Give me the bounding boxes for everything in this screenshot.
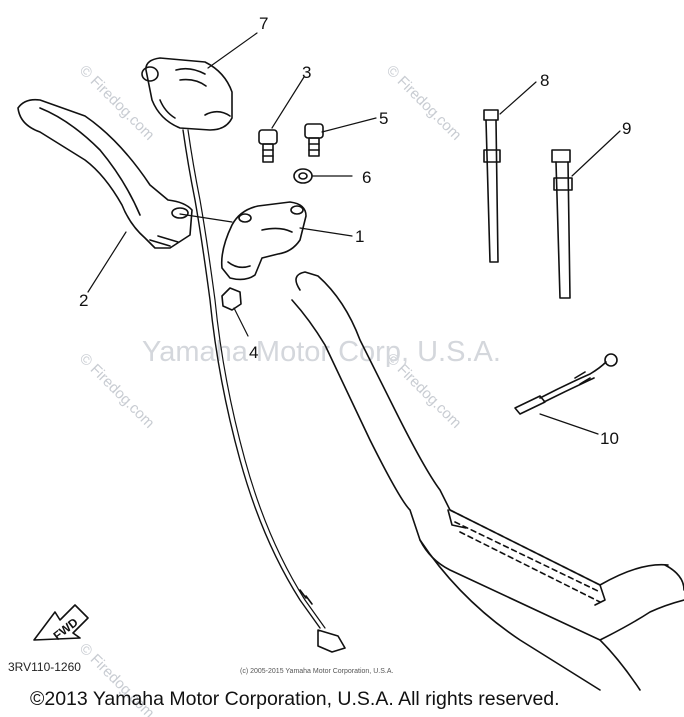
cable-connector xyxy=(317,629,346,653)
callout-4: 4 xyxy=(249,343,259,362)
leader-lines xyxy=(87,32,621,435)
callout-1: 1 xyxy=(355,227,365,246)
bolt-5 xyxy=(304,123,324,157)
callout-3: 3 xyxy=(302,63,312,82)
handlebar xyxy=(291,271,684,691)
callout-7: 7 xyxy=(259,14,269,33)
callout-2: 2 xyxy=(79,291,89,310)
lever-holder xyxy=(220,201,307,281)
switch-cable xyxy=(187,129,326,629)
ground-lead xyxy=(514,353,618,415)
watermark-main: Yamaha Motor Corp, U.S.A. xyxy=(142,336,501,368)
callout-8: 8 xyxy=(540,71,550,90)
switch-cable xyxy=(182,129,321,629)
cable-tie-8 xyxy=(483,109,501,263)
fwd-arrow xyxy=(33,604,89,641)
washer-6 xyxy=(293,168,313,184)
small-copyright: (c) 2005-2015 Yamaha Motor Corporation, … xyxy=(240,668,394,675)
callout-9: 9 xyxy=(622,119,632,138)
callout-6: 6 xyxy=(362,168,372,187)
cable-tie-9 xyxy=(551,149,573,299)
diagram-code: 3RV110-1260 xyxy=(8,660,81,674)
switch-housing xyxy=(141,57,233,131)
copyright-notice: ©2013 Yamaha Motor Corporation, U.S.A. A… xyxy=(30,688,560,710)
bolt-3 xyxy=(258,129,278,163)
nut-4 xyxy=(221,287,242,311)
clutch-lever xyxy=(17,98,193,249)
callout-5: 5 xyxy=(379,109,389,128)
callout-10: 10 xyxy=(600,429,619,448)
